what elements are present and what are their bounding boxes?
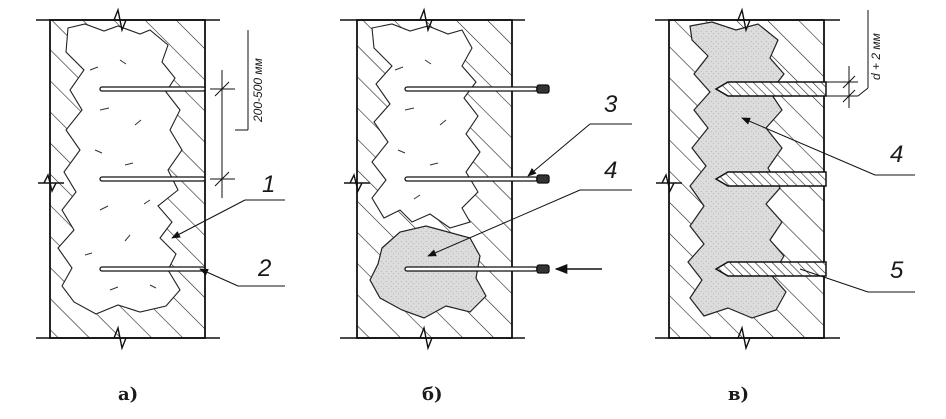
drill-hole [99, 86, 206, 92]
drill-hole [99, 176, 206, 182]
injection-packers [404, 84, 550, 274]
packer-tube [404, 266, 538, 272]
leader-5-line [799, 268, 869, 293]
grout-fill [369, 225, 487, 319]
bottom-break-symbol [737, 325, 751, 351]
leader-4-arrow [427, 189, 581, 257]
anchor-rod [714, 261, 827, 277]
callout-2: 2 [257, 255, 271, 282]
panel-b: 3 4 [340, 7, 632, 351]
packer-nozzle [536, 84, 550, 94]
top-break-symbol [419, 7, 433, 33]
callout-5: 5 [890, 257, 904, 284]
panel-b-caption: б) [422, 384, 443, 405]
drill-holes [99, 86, 206, 272]
bottom-break-symbol [113, 325, 127, 351]
anchors [714, 81, 827, 277]
bottom-break-symbol [419, 325, 433, 351]
top-break-symbol [737, 7, 751, 33]
top-break-symbol [113, 7, 127, 33]
anchor-rod [714, 81, 827, 97]
leader-3-arrow [527, 123, 591, 177]
packer-nozzle [536, 174, 550, 184]
panel-a-caption: а) [118, 384, 139, 405]
packer-tube [404, 86, 538, 92]
break-symbol [43, 172, 57, 194]
drill-hole [99, 266, 206, 272]
callout-3: 3 [604, 91, 618, 118]
panel-a: 200-500 мм 1 2 [36, 7, 285, 351]
callout-4c: 4 [890, 141, 903, 168]
crack-lines [84, 59, 157, 291]
panel-c-caption: в) [728, 384, 750, 405]
packer-nozzle [536, 264, 550, 274]
callout-4: 4 [604, 157, 617, 184]
crack-cavity [57, 23, 183, 315]
leader-4c-arrow [741, 117, 876, 176]
dimension-chain [210, 30, 249, 198]
spacing-dimension-label: 200-500 мм [251, 58, 265, 123]
packer-tube [404, 176, 538, 182]
crack-cavity [371, 23, 481, 229]
anchor-rod [714, 171, 827, 187]
callout-1: 1 [262, 171, 275, 198]
clearance-dimension-label: d + 2 мм [869, 33, 883, 80]
clearance-dimension [826, 10, 869, 108]
break-symbol [349, 172, 363, 194]
leader-1-arrow [171, 199, 246, 239]
leader-2-arrow [199, 268, 239, 287]
break-symbol [661, 172, 675, 194]
panel-c: d + 2 мм 4 5 [655, 7, 915, 351]
crack-lines [394, 59, 447, 200]
